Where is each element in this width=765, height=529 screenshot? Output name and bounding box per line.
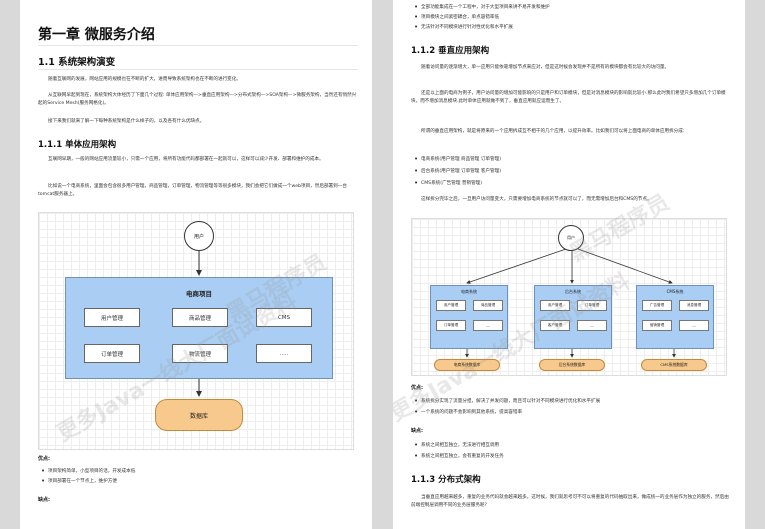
module-box: 用户管理 [540, 300, 570, 311]
diagram-arrows [196, 251, 202, 397]
divider [38, 45, 358, 46]
module-box: .... [679, 320, 709, 331]
database-node: 电商系统数据库 [434, 359, 500, 371]
system-title: 电商系统 [461, 289, 477, 294]
system-box-ecommerce: 电商系统 用户管理 商品管理 订单管理 .... [430, 285, 508, 349]
paragraph: 接下来我们就来了解一下每种系统架构是什么样子的，以及各有什么优缺点。 [48, 119, 205, 124]
module-box: 订单管理 [436, 320, 466, 331]
module-box: CMS [256, 308, 312, 327]
list-item: 项目部署在一个节点上，维护方便 [41, 478, 360, 485]
list-item: CMS系统(广告管理 营销管理) [414, 180, 733, 187]
module-box: 客户管理 [540, 320, 570, 331]
paragraph: 当垂直应用越来越多，重复的业务代码就会越来越多。这时候，我们就思考可不可以将重复… [411, 495, 729, 509]
module-box: ..... [256, 344, 312, 363]
system-box-admin: 后台系统 用户管理 订单管理 客户管理 .... [534, 285, 612, 349]
module-box: .... [473, 320, 503, 331]
module-box: .... [577, 320, 607, 331]
document-page-left: 第一章 微服务介绍 1.1 系统架构演变 随着互联网的发展，网站应用的规模也在不… [20, 0, 372, 529]
list-item: 项目架构简单，小型项目的话，开发成本低 [41, 468, 360, 475]
cons-label: 缺点: [411, 428, 423, 434]
database-node: 后台系统数据库 [539, 359, 605, 371]
chapter-title: 第一章 微服务介绍 [38, 27, 155, 43]
database-node: CMS系统数据库 [641, 359, 707, 371]
system-title: 后台系统 [565, 289, 581, 294]
module-box: 订单管理 [577, 300, 607, 311]
diagram-arrows [465, 248, 676, 358]
pros-label: 优点: [38, 456, 50, 462]
paragraph: 所谓的垂直应用架构，就是将原来的一个应用拆成互不相干的几个应用，以提升效率。比如… [421, 129, 685, 134]
module-box: 订单管理 [84, 344, 140, 363]
paragraph: 还是以上面的电商为例子，用户访问量的增加可能影响的只是用户和订单模块，但是对消息… [411, 91, 726, 105]
user-node: 用户 [558, 225, 584, 251]
vertical-architecture-diagram: 用户 电商系统 用户管理 商品管理 订单管理 .... 后台系统 用户管理 订单… [411, 218, 727, 376]
section-title-1-1-3: 1.1.3 分布式架构 [411, 475, 481, 485]
user-node: 用户 [184, 221, 214, 251]
module-box: 营销管理 [642, 320, 672, 331]
list-item: 系统拆分实现了流量分担，解决了并发问题，而且可以针对不同模块进行优化和水平扩展 [414, 398, 733, 405]
paragraph: 从互联网早起到现在，系统架构大体经历了下面几个过程: 单体应用架构—>垂直应用架… [38, 93, 357, 107]
list-item: 项目模块之间紧密耦合，单点容错率低 [414, 14, 733, 21]
cons-label: 缺点: [38, 497, 50, 503]
module-box: 用户管理 [84, 308, 140, 327]
paragraph: 比如说一个电商系统，里面会包含很多用户管理，商品管理，订单管理，物流管理等等很多… [38, 184, 347, 198]
ecommerce-project-box: 电商项目 用户管理 商品管理 CMS 订单管理 物流管理 ..... [65, 277, 333, 379]
system-box-cms: CMS系统 广告管理 消息管理 营销管理 .... [636, 285, 714, 349]
divider [38, 69, 358, 70]
paragraph: 这样拆分完毕之后，一旦用户访问量变大，只需要增加电商系统的节点就可以了，而无需增… [421, 197, 652, 202]
paragraph: 随着访问量的逐渐增大，单一应用只能依靠增加节点来应对，但是这时候会发现并不是所有… [421, 65, 670, 70]
list-item: 后台系统(用户管理 订单管理 客户管理) [414, 168, 733, 175]
list-item: 系统之间相互独立，会有重复的开发任务 [414, 453, 733, 460]
list-item: 无法针对不同模块进行针对性优化和水平扩展 [414, 24, 733, 31]
monolith-architecture-diagram: 用户 电商项目 用户管理 商品管理 CMS 订单管理 物流管理 ..... 数据… [38, 212, 354, 450]
list-item: 一个系统的问题不会影响到其他系统，提高容错率 [414, 409, 733, 416]
database-node: 数据库 [155, 399, 243, 431]
section-title-1-1: 1.1 系统架构演变 [38, 57, 116, 68]
list-item: 全部功能集成在一个工程中，对于大型项目来讲不易开发和维护 [414, 4, 733, 11]
module-box: 消息管理 [679, 300, 709, 311]
project-title: 电商项目 [186, 290, 212, 298]
module-box: 用户管理 [436, 300, 466, 311]
document-page-right: 全部功能集成在一个工程中，对于大型项目来讲不易开发和维护 项目模块之间紧密耦合，… [393, 0, 745, 529]
module-box: 商品管理 [172, 308, 228, 327]
paragraph: 随着互联网的发展，网站应用的规模也在不断的扩大，进而导致系统架构也在不断的进行变… [48, 77, 241, 82]
list-item: 电商系统(用户管理 商品管理 订单管理) [414, 156, 733, 163]
pros-label: 优点: [411, 385, 423, 391]
list-item: 系统之间相互独立，无法进行相互调用 [414, 442, 733, 449]
section-title-1-1-2: 1.1.2 垂直应用架构 [411, 46, 490, 56]
module-box: 商品管理 [473, 300, 503, 311]
system-title: CMS系统 [666, 289, 684, 294]
section-title-1-1-1: 1.1.1 单体应用架构 [38, 140, 117, 150]
module-box: 物流管理 [172, 344, 228, 363]
paragraph: 互联网早期，一般的网站应用流量较小，只需一个应用，将所有功能代码都部署在一起就可… [48, 157, 324, 162]
module-box: 广告管理 [642, 300, 672, 311]
